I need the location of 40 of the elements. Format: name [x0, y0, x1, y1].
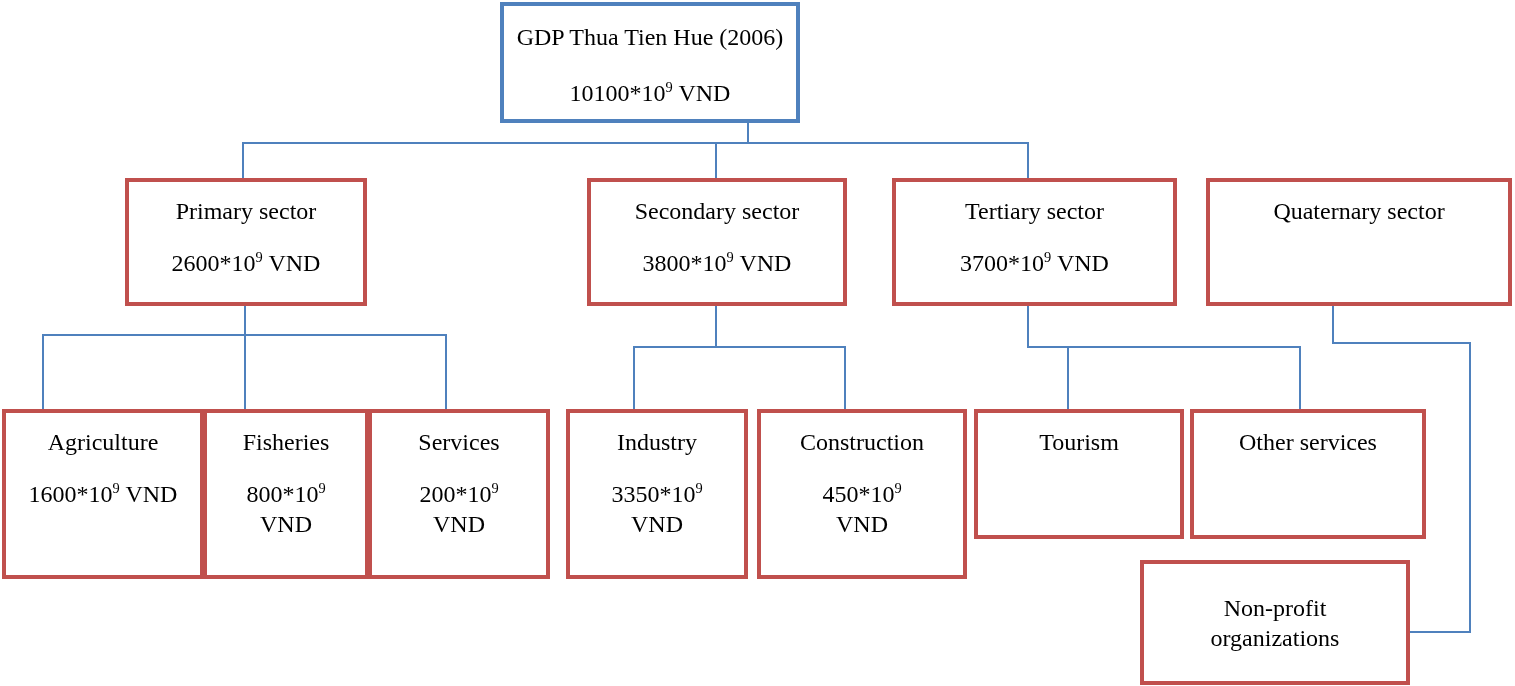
sector-box — [566, 409, 748, 579]
box-title: GDP Thua Tien Hue (2006) — [516, 23, 784, 52]
box-title: Non-profit organizations — [1209, 593, 1341, 653]
connector-line — [715, 305, 846, 410]
box-title: Other services — [1239, 428, 1377, 457]
sector-box — [974, 409, 1184, 539]
sector-box — [2, 409, 204, 579]
sector-box — [368, 409, 550, 579]
value-text: 3700*10$^{9}$ VND — [960, 248, 1109, 278]
value-text: 200*10$^{9}$ VND — [418, 479, 500, 539]
sector-box — [1206, 178, 1512, 306]
connector-line — [1027, 305, 1301, 410]
box-title: Construction — [800, 428, 924, 457]
title-box — [500, 2, 800, 123]
box-title: Agriculture — [47, 428, 159, 457]
connector-line — [244, 305, 447, 410]
sector-box — [1140, 560, 1410, 685]
value-text: 3350*10$^{9}$ VND — [610, 479, 704, 539]
value-text: 2600*10$^{9}$ VND — [171, 248, 321, 278]
box-title: Tertiary sector — [965, 197, 1104, 226]
value-text: 3800*10$^{9}$ VND — [642, 248, 792, 278]
box-title: Secondary sector — [634, 197, 800, 226]
sector-box — [757, 409, 967, 579]
sector-box — [125, 178, 367, 306]
box-title: Tourism — [1039, 428, 1119, 457]
value-text: 1600*10$^{9}$ VND — [28, 479, 178, 509]
sector-box — [892, 178, 1177, 306]
box-title: Industry — [617, 428, 697, 457]
box-title: Quaternary sector — [1273, 197, 1445, 226]
box-title: Fisheries — [242, 428, 330, 457]
box-title: Services — [418, 428, 500, 457]
connector-line — [1332, 305, 1471, 633]
value-text: 450*10$^{9}$ VND — [821, 479, 903, 539]
sector-box — [1190, 409, 1426, 539]
connector-line — [747, 122, 1029, 179]
value-text: 10100*10$^{9}$ VND — [569, 78, 731, 108]
box-title: Primary sector — [175, 197, 317, 226]
sector-box — [203, 409, 369, 579]
value-text: 800*10$^{9}$ VND — [245, 479, 327, 539]
sector-box — [587, 178, 847, 306]
